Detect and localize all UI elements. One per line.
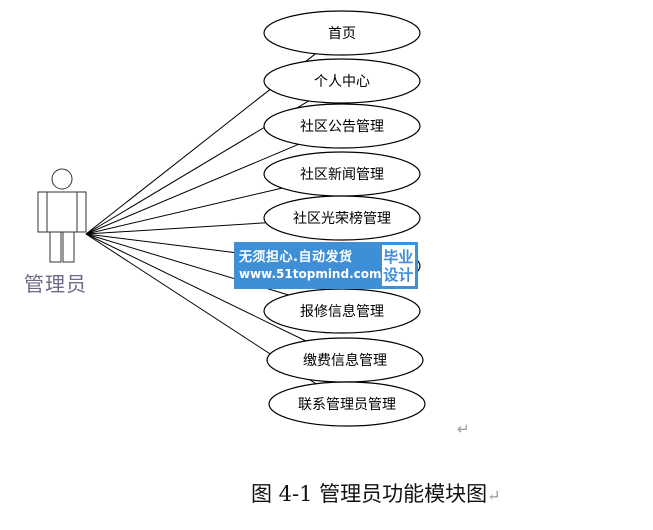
use-case-label: 社区新闻管理: [300, 167, 384, 183]
use-case: 报修信息管理: [263, 288, 421, 334]
caption-text: 图 4-1 管理员功能模块图: [251, 482, 488, 506]
use-case-ellipse: [268, 381, 426, 427]
use-case-ellipse: [263, 103, 421, 149]
actor-body: [46, 191, 78, 233]
actor-left-leg: [49, 231, 62, 263]
use-case-label: 个人中心: [314, 74, 370, 90]
use-case: 联系管理员管理: [268, 381, 426, 427]
figure-caption: 图 4-1 管理员功能模块图↵: [251, 478, 501, 508]
association-line: [85, 187, 283, 235]
watermark-badge-line1: 毕业: [383, 247, 414, 266]
actor-head: [51, 168, 73, 190]
watermark-badge: 毕业 设计: [381, 245, 415, 286]
use-case: 个人中心: [263, 58, 421, 104]
actor-left-arm: [37, 191, 48, 233]
use-case-label: 社区公告管理: [300, 119, 384, 135]
use-case-list: 首页个人中心社区公告管理社区新闻管理社区光荣榜管理报修信息管理缴费信息管理联系管…: [263, 10, 426, 427]
use-case-ellipse: [263, 10, 421, 56]
use-case-label: 首页: [328, 26, 356, 42]
watermark-url: www.51topmind.com: [239, 266, 382, 281]
actor-figure: [37, 168, 87, 263]
caption-return-mark: ↵: [487, 486, 501, 505]
watermark-banner: 无须担心.自动发货 www.51topmind.com 毕业 设计: [234, 242, 418, 289]
use-case-label: 缴费信息管理: [303, 352, 387, 369]
paragraph-return-mark: ↵: [457, 420, 470, 438]
use-case-ellipse: [263, 195, 421, 241]
association-line: [85, 233, 307, 342]
actor-right-leg: [62, 231, 75, 263]
use-case: 社区光荣榜管理: [263, 195, 421, 241]
use-case-ellipse: [263, 288, 421, 334]
association-line: [85, 222, 266, 235]
use-case: 缴费信息管理: [266, 337, 424, 383]
association-line: [85, 143, 299, 235]
actor-label: 管理员: [24, 272, 87, 296]
use-case-label: 社区光荣榜管理: [293, 210, 391, 227]
use-case-label: 联系管理员管理: [298, 397, 396, 413]
watermark-badge-line2: 设计: [383, 265, 414, 284]
actor-right-arm: [76, 191, 87, 233]
use-case-ellipse: [263, 58, 421, 104]
watermark-slogan: 无须担心.自动发货: [239, 249, 353, 265]
use-case: 首页: [263, 10, 421, 56]
use-case: 社区新闻管理: [263, 151, 421, 197]
use-case: 社区公告管理: [263, 103, 421, 149]
use-case-label: 报修信息管理: [300, 303, 384, 320]
